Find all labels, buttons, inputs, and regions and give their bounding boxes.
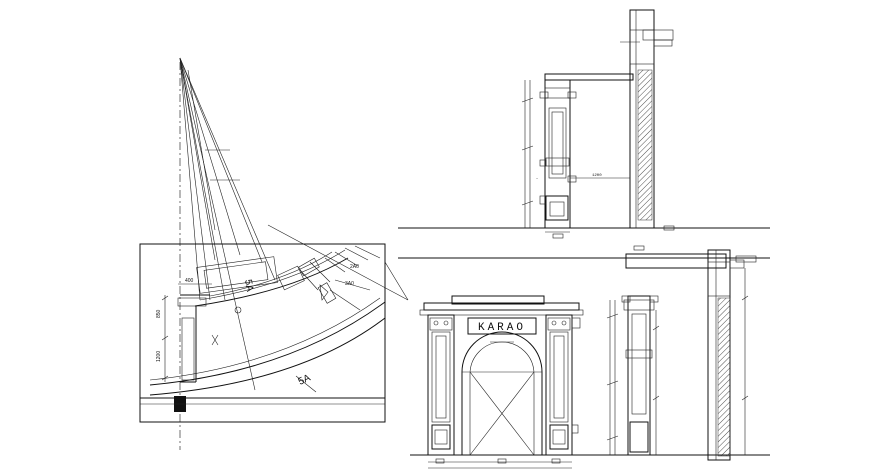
front-right-column [545,314,581,456]
callout-leader-bottom [384,261,409,301]
plan-section-mark-2: 5A [297,372,313,387]
top-side-section: 1200 ~ [398,9,770,239]
plan-dim-left-2: 1200 [156,351,162,362]
karaoke-sign [467,317,537,335]
front-left-column [427,314,455,456]
front-elevation: KARAO [398,257,770,469]
plan-detail-frame [139,243,386,423]
bottom-canopy [625,253,727,269]
top-wall [629,9,655,229]
plan-detail: 5A 850 1200 400 2A0 3A0 5A [139,57,409,450]
plan-dim-top: 400 [185,278,194,284]
arch-cross-2 [469,371,535,456]
plan-steps [299,245,381,311]
plan-dim-left-1: 850 [156,309,162,318]
top-column-base [545,195,569,221]
plan-left-wall [177,294,210,383]
svg-text:1200: 1200 [592,174,602,178]
callout-leader-top [267,224,409,301]
bottom-column [627,295,651,456]
top-column [544,79,571,229]
plan-fan-lines [179,57,276,391]
plan-section-mark: 5A [242,279,255,293]
plan-curve-outer [149,301,386,386]
top-canopy [544,73,634,81]
plan-dim-right: 2A0 [350,264,359,270]
front-arch [461,331,543,455]
plan-circle-marker [234,306,242,314]
karaoke-sign-text: KARAO [478,322,526,334]
bottom-side-section [606,245,757,461]
plan-dim-right-2: 3A0 [345,281,354,287]
front-top-cornice [451,295,545,305]
svg-text:~: ~ [536,178,538,182]
